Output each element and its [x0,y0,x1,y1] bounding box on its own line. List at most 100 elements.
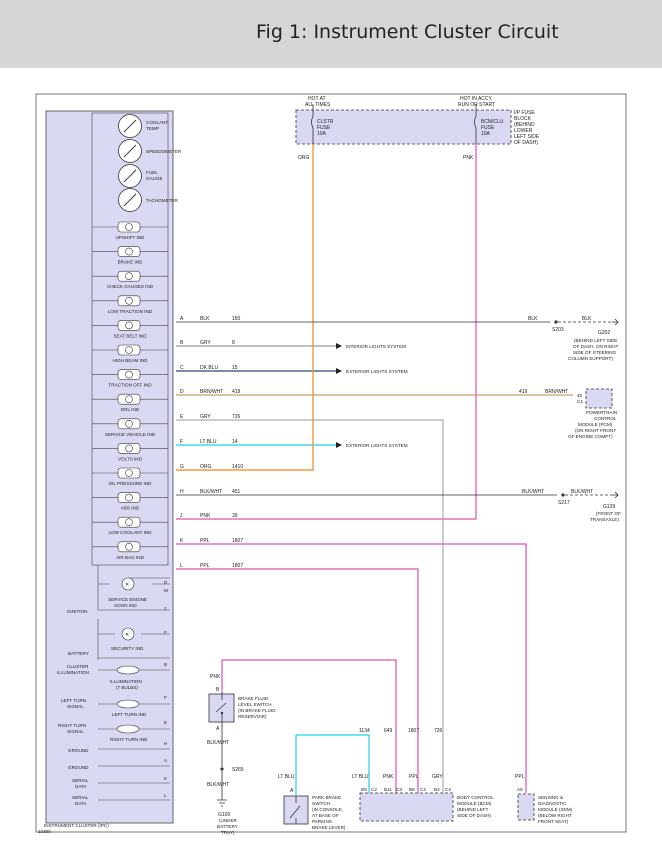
indicator-led-icon [117,295,141,307]
wire-circuit-number: 1807 [232,538,243,544]
pcm-circuit: 419 [519,389,528,395]
instrument-cluster-box [45,110,174,824]
left-turn-lamp-icon [116,699,140,709]
rt-turn-label: RIGHT TURN IND [110,737,148,742]
wire-color-label: BLK/WHT [200,489,222,495]
gauge-needle [123,169,137,183]
indicator-label: CHECK GAUGES IND [107,284,154,289]
indicator-label: TRACTION OFF IND [108,383,152,388]
indicator-led-icon [117,418,141,430]
indicator-led-dot [125,272,133,281]
indicator-led-icon [117,541,141,553]
blkwht-wire-label-2: BLK/WHT [571,489,593,495]
indicator-led-dot [125,247,133,256]
indicator-led-dot [125,518,133,527]
bcm-fuse-symbol [474,104,477,144]
wire-destination: EXTERIOR LIGHTS SYSTEM [346,443,408,448]
brake-wire-top: PNK [210,674,221,680]
indicator-led-dot [125,493,133,502]
blk-wire-label-2: BLK [582,316,592,322]
wire-pin-letter: E [180,414,184,420]
indicator-label: SERVICE VEHICLE IND [105,432,156,437]
brake-pin-top: B [216,687,220,693]
wire-destination: INTERIOR LIGHTS SYSTEM [346,344,406,349]
wire-pin-letter: K [180,538,184,544]
lt-turn-label: LEFT TURN IND [112,712,147,717]
wire-pin-letter: L [180,563,183,569]
park-pin: A [290,788,294,794]
bcm-pin: B11 [384,787,392,792]
ground-label-1: GROUND [68,748,89,753]
indicator-led-icon [117,344,141,356]
g139-ground-symbol [612,491,619,499]
indicator-label: OIL PRESSURE IND [109,481,153,486]
ground-serial-lines [98,748,170,801]
indicator-label: AIR BAG IND [116,555,145,560]
indicator-bus [91,112,169,566]
security-label: SECURITY IND [111,646,144,651]
cluster-pin-letter: F [164,695,167,700]
bcm-pin: C2 [445,787,451,792]
ltblu-park-wire [295,734,370,795]
park-switch-contact [289,796,301,824]
battery-label: BATTERY [68,651,89,656]
ppl-bcm-wire [176,568,419,793]
bcm-wire-pnk: PNK [383,774,394,780]
g202-ground-symbol [612,318,619,326]
indicator-label: SEAT BELT IND [113,333,147,338]
brake-ground-wire-color: BLK/WHT [207,782,229,788]
bcm-pins: B9 C2 B11 C3 B8 C2 B4 C2 [361,787,451,792]
bcm-pin: C2 [420,787,426,792]
indicator-label: LOW COOLANT IND [108,530,152,535]
indicator-label: HIGH BEAM IND [113,358,149,363]
indicator-led-dot [125,370,133,379]
ignition-label: IGNITION [67,609,87,614]
brake-fluid-switch [208,693,235,723]
pcm-box [585,388,613,409]
indicator-label: BRAKE IND [118,260,143,265]
wire-circuit-number: 8 [232,340,235,346]
blk-wire-label: BLK [528,316,538,322]
sdm-pin: A5 [517,787,523,792]
cluster-pin-letter: J [164,606,166,611]
wire-color-label: LT BLU [200,439,217,445]
indicator-led-icon [117,369,141,380]
splice-s217-label: S217 [558,500,570,506]
bcm-pin: B4 [434,787,440,792]
ground-g202: G202 [598,330,610,336]
wire-color-label: DK BLU [200,365,218,371]
wire-circuit-number: 419 [232,389,241,395]
gauge-needle [123,144,137,158]
indicator-label: LOW TRACTION IND [108,309,153,314]
bcm-circuit-649: 649 [384,728,393,734]
indicator-led-icon [117,492,141,503]
brake-switch-pivot [220,711,224,715]
wire-destination: EXTERIOR LIGHTS SYSTEM [346,369,408,374]
wire-color-label: BLK [200,316,210,322]
indicator-led-icon [117,270,141,282]
diagram-frame [35,93,627,833]
wire-color-label: GRY [200,414,211,420]
wire-pin-letter: G [180,464,184,470]
bcm-circuit-1134: 1134 [359,728,370,734]
indicator-led-dot [125,419,133,428]
brake-wire-bottom: BLK/WHT [207,740,229,746]
wire-circuit-number: 451 [232,489,241,495]
wire-arrow-icon [336,343,342,349]
indicator-label: UPSHIFT IND [116,235,145,240]
sdm-wire: PPL [515,774,525,780]
